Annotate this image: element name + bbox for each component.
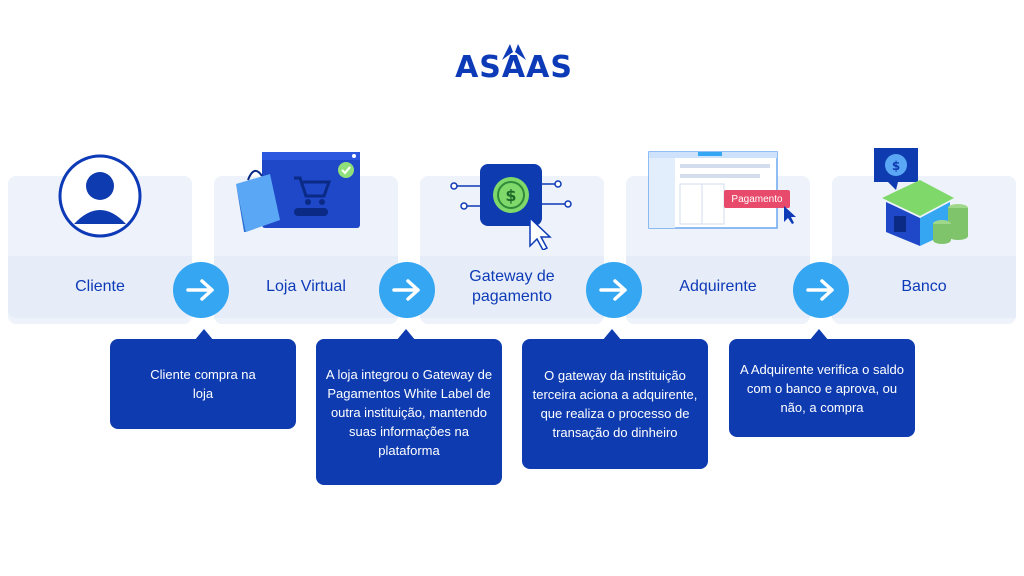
stage-label-banco: Banco — [901, 278, 947, 295]
stage-label-cliente: Cliente — [75, 278, 125, 295]
payment-gateway-icon: $ — [450, 164, 572, 250]
online-store-icon — [236, 152, 360, 232]
description-bubble-gateway: O gateway da instituição terceira aciona… — [522, 329, 708, 469]
arrow-right-icon — [379, 262, 435, 318]
logo-text: ASAAS — [455, 50, 573, 85]
description-bubble-loja: A loja integrou o Gateway de Pagamentos … — [316, 329, 502, 485]
stage-label-loja: Loja Virtual — [266, 278, 346, 295]
stage-label-adquirente: Adquirente — [679, 278, 757, 295]
bank-icon: $ — [874, 148, 968, 246]
label-band — [214, 256, 398, 318]
label-band — [8, 256, 192, 318]
arrow-right-icon — [586, 262, 642, 318]
payment-screen-icon — [648, 151, 796, 229]
wings-icon — [502, 44, 526, 60]
label-band — [420, 256, 604, 318]
description-text: Cliente compra na loja — [150, 367, 256, 401]
description-text: O gateway da instituição terceira aciona… — [532, 368, 698, 440]
description-text: A loja integrou o Gateway de Pagamentos … — [325, 366, 493, 458]
svg-text:$: $ — [505, 186, 516, 205]
arrow-right-icon — [173, 262, 229, 318]
payment-tag: Pagamento — [731, 193, 783, 205]
description-bubble-cliente: Cliente compra na loja — [110, 329, 296, 429]
svg-text:$: $ — [892, 159, 900, 173]
user-avatar-icon — [58, 154, 142, 238]
description-text: A Adquirente verifica o saldo com o banc… — [739, 361, 905, 415]
arrow-right-icon — [793, 262, 849, 318]
asaas-logo: ASAAS — [444, 42, 584, 86]
label-band — [626, 256, 810, 318]
description-bubble-adquirente: A Adquirente verifica o saldo com o banc… — [729, 329, 915, 437]
stage-label-gateway: Gateway de pagamento — [469, 268, 555, 305]
label-band — [832, 256, 1016, 318]
